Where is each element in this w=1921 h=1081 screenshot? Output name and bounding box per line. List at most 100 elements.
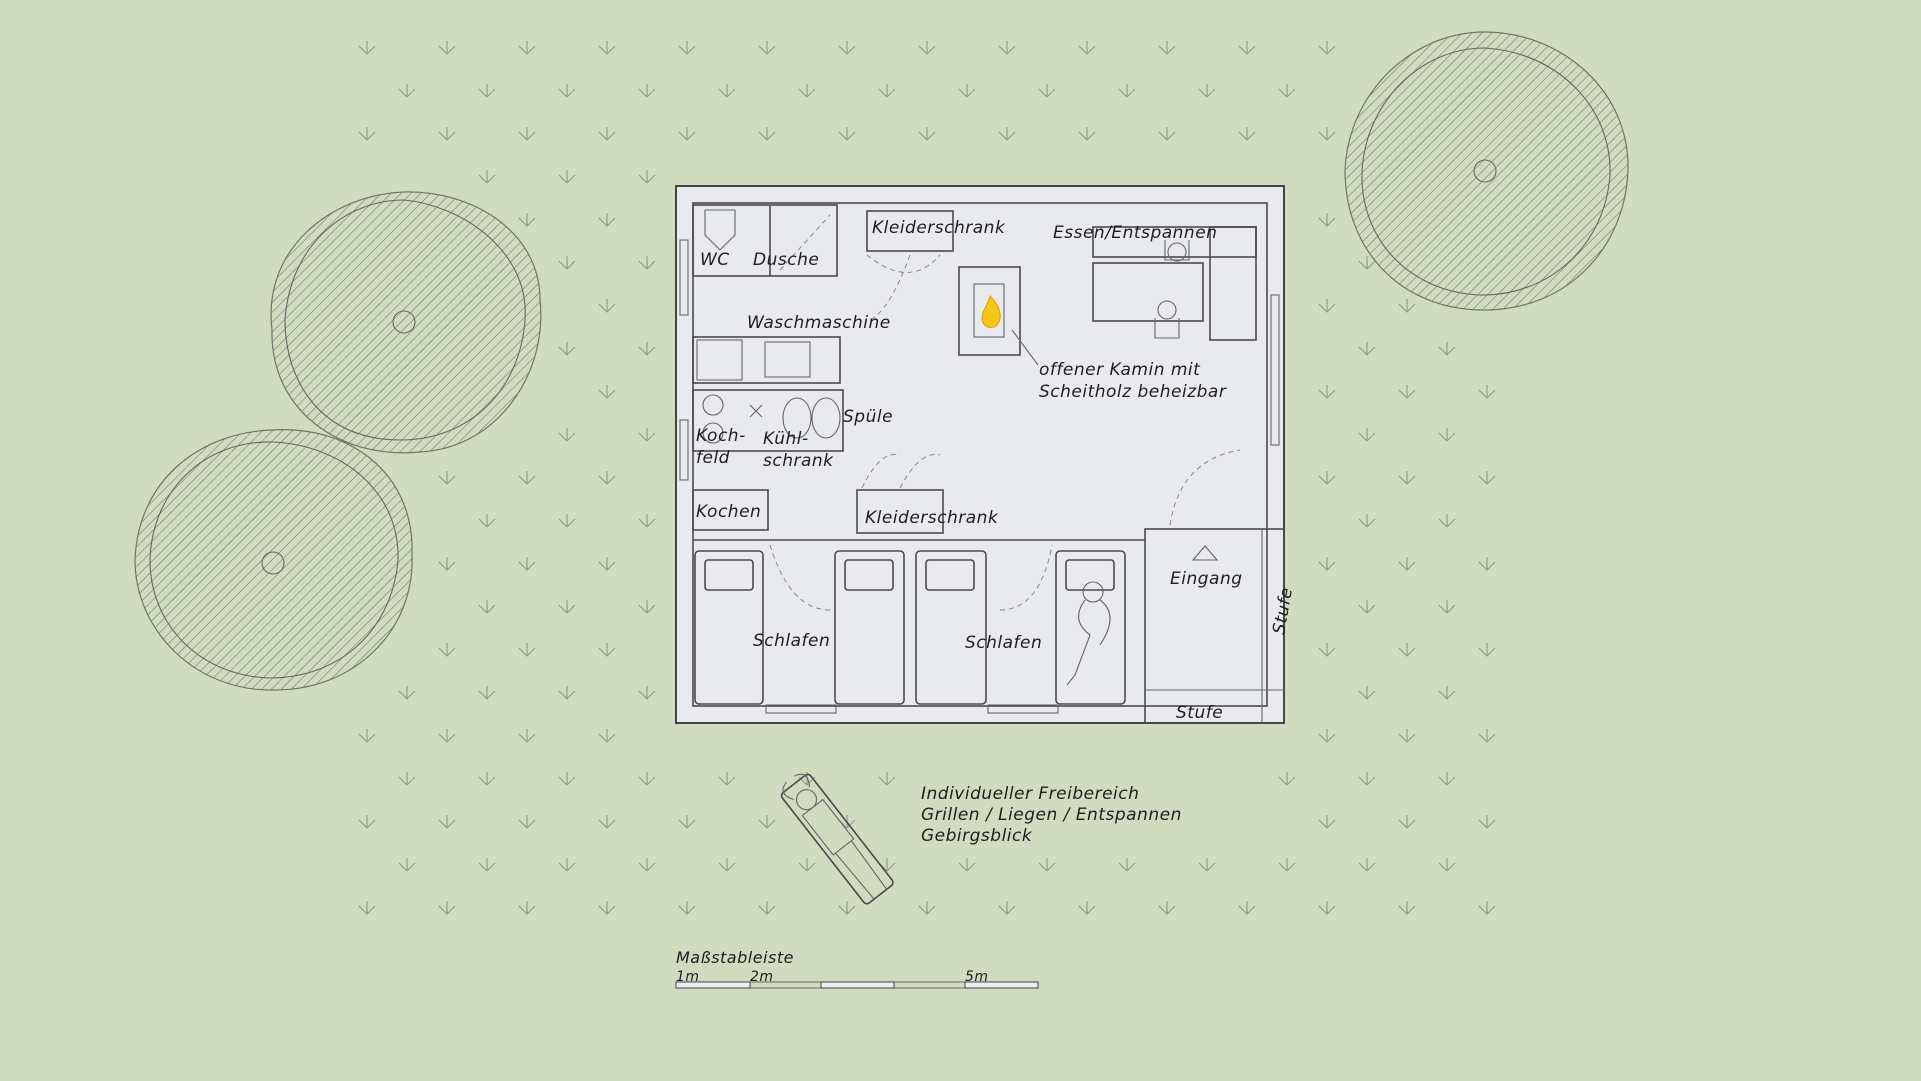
grass-icon bbox=[1478, 815, 1496, 829]
grass-icon bbox=[1198, 858, 1216, 872]
grass-icon bbox=[478, 84, 496, 98]
grass-icon bbox=[638, 428, 656, 442]
grass-icon bbox=[638, 84, 656, 98]
grass-icon bbox=[478, 858, 496, 872]
grass-icon bbox=[558, 600, 576, 614]
grass-icon bbox=[1398, 815, 1416, 829]
label-schlafen-left: Schlafen bbox=[753, 631, 830, 651]
grass-icon bbox=[1358, 686, 1376, 700]
dining-table bbox=[1092, 262, 1204, 322]
scale-title: Maßstableiste bbox=[676, 948, 794, 967]
grass-icon bbox=[598, 729, 616, 743]
grass-icon bbox=[358, 127, 376, 141]
label-stufe-bottom: Stufe bbox=[1176, 703, 1223, 723]
person-icon bbox=[1154, 240, 1190, 339]
grass-icon bbox=[1318, 385, 1336, 399]
grass-icon bbox=[1398, 385, 1416, 399]
grass-icon bbox=[598, 385, 616, 399]
grass-icon bbox=[798, 84, 816, 98]
grass-icon bbox=[438, 643, 456, 657]
grass-icon bbox=[918, 901, 936, 915]
grass-icon bbox=[838, 901, 856, 915]
grass-icon bbox=[1078, 41, 1096, 55]
label-dusche: Dusche bbox=[753, 250, 819, 270]
label-kochen: Kochen bbox=[696, 502, 761, 522]
label-essen: Essen/Entspannen bbox=[1053, 223, 1217, 243]
grass-icon bbox=[1398, 299, 1416, 313]
grass-icon bbox=[438, 557, 456, 571]
grass-icon bbox=[478, 600, 496, 614]
grass-icon bbox=[1318, 901, 1336, 915]
tree-icon bbox=[270, 191, 542, 454]
grass-icon bbox=[558, 342, 576, 356]
grass-icon bbox=[1158, 901, 1176, 915]
grass-icon bbox=[678, 127, 696, 141]
grass-icon bbox=[598, 557, 616, 571]
grass-icon bbox=[478, 686, 496, 700]
grass-icon bbox=[1358, 600, 1376, 614]
sun-lounger-icon bbox=[780, 773, 894, 905]
grass-icon bbox=[958, 84, 976, 98]
fireplace-flame-icon bbox=[981, 294, 1001, 329]
house bbox=[675, 185, 1285, 724]
label-kleiderschrank-top: Kleiderschrank bbox=[872, 218, 1006, 238]
grass-icon bbox=[1078, 127, 1096, 141]
grass-icon bbox=[358, 729, 376, 743]
grass-icon bbox=[1118, 84, 1136, 98]
grass-icon bbox=[638, 342, 656, 356]
label-kochfeld-1: Koch- bbox=[696, 426, 746, 446]
grass-icon bbox=[638, 858, 656, 872]
grass-icon bbox=[678, 815, 696, 829]
grass-icon bbox=[558, 772, 576, 786]
grass-icon bbox=[438, 815, 456, 829]
grass-icon bbox=[838, 127, 856, 141]
grass-icon bbox=[1398, 729, 1416, 743]
outdoor-line-1: Individueller Freibereich bbox=[921, 784, 1139, 804]
grass-icon bbox=[1438, 514, 1456, 528]
grass-icon bbox=[718, 858, 736, 872]
grass-icon bbox=[518, 729, 536, 743]
tree-icon bbox=[1344, 31, 1629, 311]
fridge-icon bbox=[749, 404, 763, 418]
grass-icon bbox=[638, 686, 656, 700]
grass-icon bbox=[598, 127, 616, 141]
tree-icon bbox=[134, 429, 413, 691]
grass-icon bbox=[518, 41, 536, 55]
grass-icon bbox=[518, 901, 536, 915]
grass-icon bbox=[918, 127, 936, 141]
scale-tick-1m: 1m bbox=[676, 969, 700, 985]
grass-icon bbox=[518, 471, 536, 485]
grass-icon bbox=[518, 127, 536, 141]
grass-icon bbox=[1318, 557, 1336, 571]
person-icon bbox=[1066, 581, 1111, 686]
beds bbox=[694, 550, 1126, 705]
grass-icon bbox=[1358, 772, 1376, 786]
grass-icon bbox=[958, 858, 976, 872]
grass-icon bbox=[558, 514, 576, 528]
grass-icon bbox=[1438, 772, 1456, 786]
grass-icon bbox=[638, 170, 656, 184]
grass-icon bbox=[1478, 729, 1496, 743]
wardrobe bbox=[856, 489, 944, 534]
label-kuehl-1: Kühl- bbox=[763, 429, 809, 449]
scale-bar: Maßstableiste 1m 2m 5m bbox=[675, 948, 1039, 989]
grass-icon bbox=[598, 471, 616, 485]
grass-icon bbox=[1238, 901, 1256, 915]
grass-icon bbox=[1318, 127, 1336, 141]
label-waschmaschine: Waschmaschine bbox=[747, 313, 891, 333]
grass-icon bbox=[558, 170, 576, 184]
grass-icon bbox=[1078, 901, 1096, 915]
grass-icon bbox=[478, 514, 496, 528]
entrance-arrow-icon bbox=[1191, 545, 1219, 561]
grass-icon bbox=[518, 815, 536, 829]
grass-field bbox=[358, 41, 1496, 915]
grass-icon bbox=[1198, 84, 1216, 98]
outdoor-line-2: Grillen / Liegen / Entspannen bbox=[921, 805, 1182, 825]
grass-icon bbox=[598, 643, 616, 657]
grass-icon bbox=[518, 557, 536, 571]
grass-icon bbox=[1358, 428, 1376, 442]
grass-icon bbox=[1318, 471, 1336, 485]
grass-icon bbox=[758, 41, 776, 55]
grass-icon bbox=[598, 299, 616, 313]
grass-icon bbox=[1398, 471, 1416, 485]
